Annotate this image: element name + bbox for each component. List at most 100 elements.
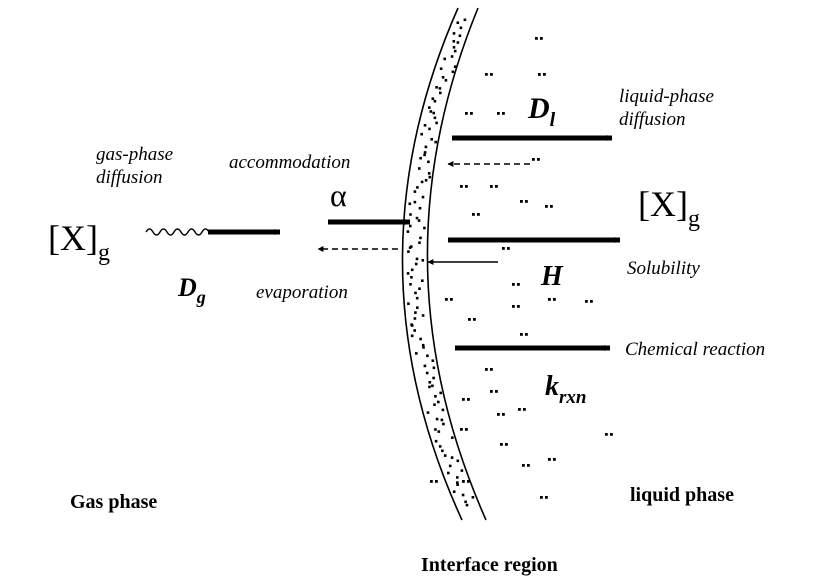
- liquid-dot: [537, 158, 540, 161]
- interface-dot: [427, 172, 431, 175]
- interface-dot: [421, 314, 425, 317]
- interface-dot: [434, 395, 437, 398]
- henry-constant-symbol: H: [540, 261, 564, 292]
- liquid-dot: [502, 247, 505, 250]
- interface-dot: [409, 283, 412, 286]
- liquid-dot: [525, 200, 528, 203]
- liquid-dot: [540, 37, 543, 40]
- liquid-dot: [470, 112, 473, 115]
- liquid-dot: [525, 333, 528, 336]
- interface-dot: [431, 97, 435, 100]
- interface-dot: [465, 503, 469, 507]
- liquid-dot: [507, 247, 510, 250]
- liquid-dot: [520, 200, 523, 203]
- interface-dot: [438, 87, 442, 90]
- interface-dot: [426, 354, 429, 358]
- liquid-dot: [512, 305, 515, 308]
- interface-dot: [418, 206, 422, 210]
- liquid-phase-dots: [430, 37, 613, 499]
- liquid-diffusion-label-line2: diffusion: [619, 109, 686, 130]
- interface-dot: [422, 346, 425, 349]
- interface-dot: [423, 364, 427, 368]
- liquid-dot: [460, 428, 463, 431]
- liquid-dot: [465, 428, 468, 431]
- liquid-dot: [465, 185, 468, 188]
- interface-left-boundary: [401, 7, 463, 521]
- interface-dot: [433, 99, 437, 103]
- interface-dot: [438, 445, 442, 448]
- interface-dot: [418, 167, 421, 170]
- liquid-dot: [473, 318, 476, 321]
- interface-dot: [426, 411, 430, 414]
- interface-dot: [423, 226, 426, 230]
- interface-dot: [439, 91, 442, 95]
- interface-dot: [459, 26, 463, 30]
- liquid-dot: [485, 368, 488, 371]
- gas-diffusion-label-line1: gas-phase: [96, 144, 173, 165]
- liquid-dot: [532, 158, 535, 161]
- liquid-dot: [545, 496, 548, 499]
- chemical-reaction-label: Chemical reaction: [625, 339, 765, 360]
- interface-dot: [423, 124, 427, 127]
- liquid-phase-label: liquid phase: [630, 484, 734, 506]
- interface-dot: [408, 202, 412, 206]
- liquid-dot: [548, 298, 551, 301]
- interface-dot: [428, 381, 432, 384]
- liquid-dot: [435, 480, 438, 483]
- interface-dot: [413, 190, 417, 193]
- liquid-dot: [517, 283, 520, 286]
- interface-dot: [453, 49, 457, 53]
- liquid-dot: [450, 298, 453, 301]
- liquid-dot: [522, 464, 525, 467]
- interface-dot: [416, 186, 419, 189]
- liquid-dot: [472, 213, 475, 216]
- liquid-dot: [460, 185, 463, 188]
- liquid-species-label: [X]g: [638, 184, 700, 232]
- interface-dot: [414, 291, 417, 295]
- interface-dot: [458, 34, 462, 37]
- interface-dot: [429, 110, 433, 113]
- interface-dot: [414, 262, 418, 266]
- gas-diffusion-label-line2: diffusion: [96, 167, 163, 188]
- interface-dot: [406, 272, 410, 275]
- liquid-dot: [468, 318, 471, 321]
- interface-dot: [431, 359, 435, 362]
- liquid-dot: [590, 300, 593, 303]
- interface-dot: [463, 18, 467, 22]
- interface-dot: [461, 493, 465, 497]
- liquid-dot: [518, 408, 521, 411]
- liquid-dot: [605, 433, 608, 436]
- interface-dot: [410, 268, 414, 272]
- interface-dot: [421, 343, 425, 347]
- reaction-rate-coefficient: krxn: [545, 371, 586, 408]
- liquid-dot: [495, 390, 498, 393]
- interface-dot: [407, 250, 410, 253]
- liquid-dot: [502, 112, 505, 115]
- accommodation-label: accommodation: [229, 152, 350, 173]
- interface-dot: [437, 400, 440, 404]
- liquid-dot: [610, 433, 613, 436]
- liquid-dot: [550, 205, 553, 208]
- liquid-dot: [462, 398, 465, 401]
- interface-dot: [435, 86, 438, 89]
- interface-dot: [419, 337, 422, 341]
- interface-dot: [443, 57, 446, 61]
- liquid-dot: [553, 458, 556, 461]
- alpha-symbol: α: [330, 177, 347, 213]
- interface-dot: [421, 195, 425, 199]
- liquid-dot: [485, 73, 488, 76]
- liquid-diffusion-coefficient: Dl: [527, 92, 556, 131]
- interface-dot: [432, 111, 435, 115]
- interface-dot: [413, 200, 417, 204]
- interface-dot: [435, 121, 438, 125]
- interface-dot: [452, 40, 456, 43]
- interface-dot: [424, 145, 428, 149]
- interface-dot: [427, 160, 430, 164]
- interface-dot: [432, 366, 436, 370]
- gas-diffusion-wavy-line: [145, 228, 210, 236]
- liquid-dot: [490, 185, 493, 188]
- interface-dot: [444, 79, 448, 82]
- solubility-label: Solubility: [627, 258, 700, 279]
- liquid-dot: [585, 300, 588, 303]
